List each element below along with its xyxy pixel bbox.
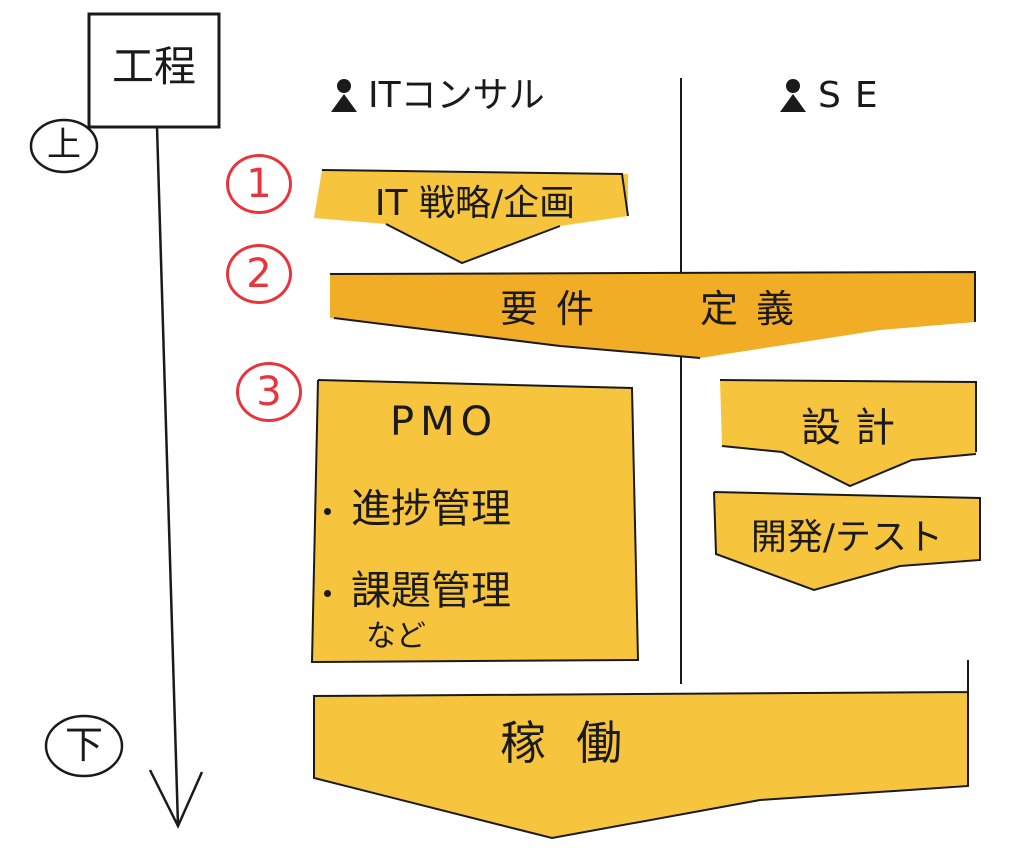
pmo-item-progress: 進捗管理 [324,476,511,534]
pmo-etc: など [366,619,426,654]
step2-outline-top [329,270,976,322]
step1-outline-bottom [385,223,561,265]
step2-box [330,272,975,358]
devtest-outline [713,491,981,592]
pmo-box [312,380,638,662]
devtest-label: 開発/テスト [750,517,944,558]
pmo-item-progress-text: 進捗管理 [351,486,511,532]
bullet-dot [324,589,331,597]
process-bottom-label: 下 [64,723,103,767]
column-header-se: SE [818,75,892,116]
step1-number: 1 [226,154,292,214]
step3-number: 3 [236,362,302,422]
pmo-outline [310,379,640,664]
design-label: 設計 [801,405,909,451]
process-title-box [87,12,221,129]
step2-label-left: 要件 [500,287,613,331]
step1-label: IT 戦略/企画 [374,183,576,224]
pmo-title: PMO [390,399,499,445]
process-top-label: 上 [47,125,81,165]
design-outline [719,379,977,452]
top-marker-circle [29,118,99,174]
step2-number: 2 [226,244,292,304]
bottom-marker-circle [44,714,124,778]
bullet-dot [324,507,331,515]
person-icon [331,79,357,112]
pmo-item-issues: 課題管理 [324,558,511,616]
step2-outline-bottom [333,317,701,359]
step1-box [314,170,628,263]
step1-outline [321,169,629,217]
step2-label-right: 定義 [700,287,813,331]
operation-label: 稼働 [500,716,652,770]
process-title: 工程 [111,42,196,91]
process-axis-arrowhead [148,769,204,829]
process-axis-line [155,126,180,827]
pmo-item-issues-text: 課題管理 [351,568,511,614]
devtest-box [714,492,980,590]
person-icon [780,79,806,112]
operation-outline [313,660,969,840]
operation-box [314,692,968,838]
design-outline-bottom [721,445,977,488]
column-header-consultant: ITコンサル [368,75,545,116]
